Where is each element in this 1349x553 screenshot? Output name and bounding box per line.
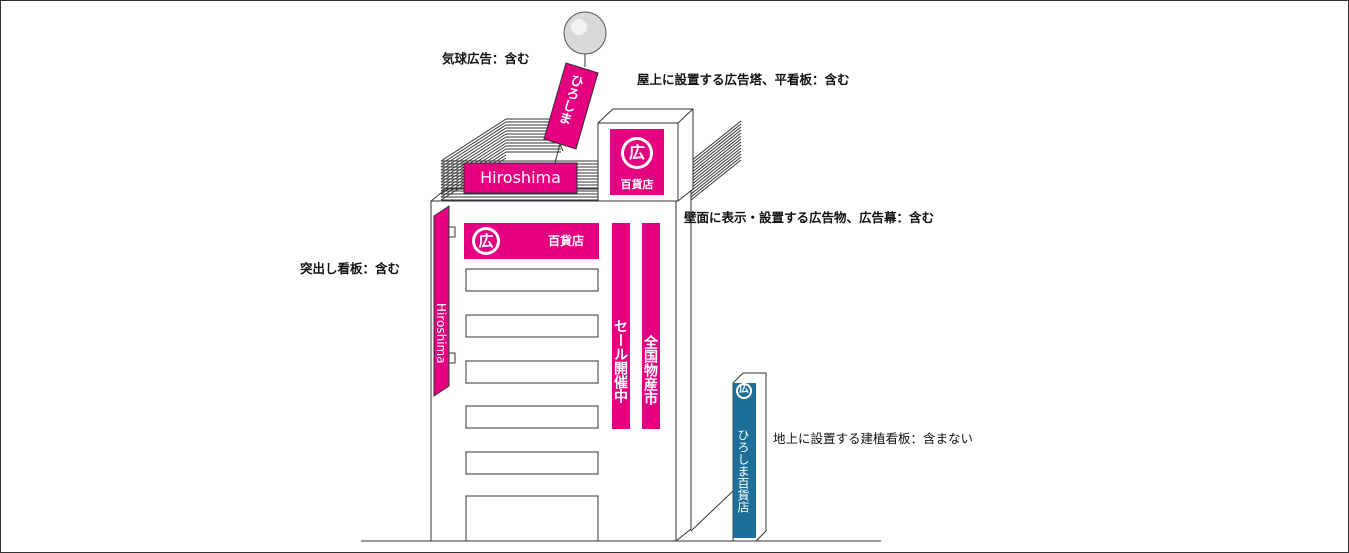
label-ground: 地上に設置する建植看板：含まない <box>773 431 974 446</box>
rooftop-flat-sign <box>463 162 578 194</box>
windows <box>465 268 599 542</box>
pole-sign-text: ひろしま百貨店 <box>736 429 750 513</box>
tower-mark-text: 広 <box>628 143 645 162</box>
banner-sale <box>612 223 630 429</box>
balloon <box>543 11 607 164</box>
wall-name-text: 百貨店 <box>547 234 584 248</box>
label-rooftop: 屋上に設置する広告塔、平看板：含む <box>637 72 850 87</box>
rooftop-flat-text: Hiroshima <box>480 168 561 187</box>
wall-mark-text: 広 <box>478 232 494 250</box>
label-balloon: 気球広告：含む <box>442 51 530 66</box>
ground-pole-sign <box>690 372 767 542</box>
projecting-sign-text: Hiroshima <box>434 303 448 364</box>
rooftop-hatching-right <box>690 120 742 201</box>
tower-name-text: 百貨店 <box>620 178 654 191</box>
label-projecting: 突出し看板：含む <box>300 261 401 276</box>
projecting-sign <box>433 205 456 397</box>
banner-fair <box>642 223 660 429</box>
banner-sale-text: セール開催中 <box>612 319 628 403</box>
rooftop-tower <box>597 108 694 202</box>
pole-mark-text: 広 <box>739 384 749 395</box>
label-wall: 壁面に表示・設置する広告物、広告幕：含む <box>684 210 935 225</box>
balloon-banner <box>543 62 599 150</box>
banner-fair-text: 全国物産市 <box>642 335 658 405</box>
